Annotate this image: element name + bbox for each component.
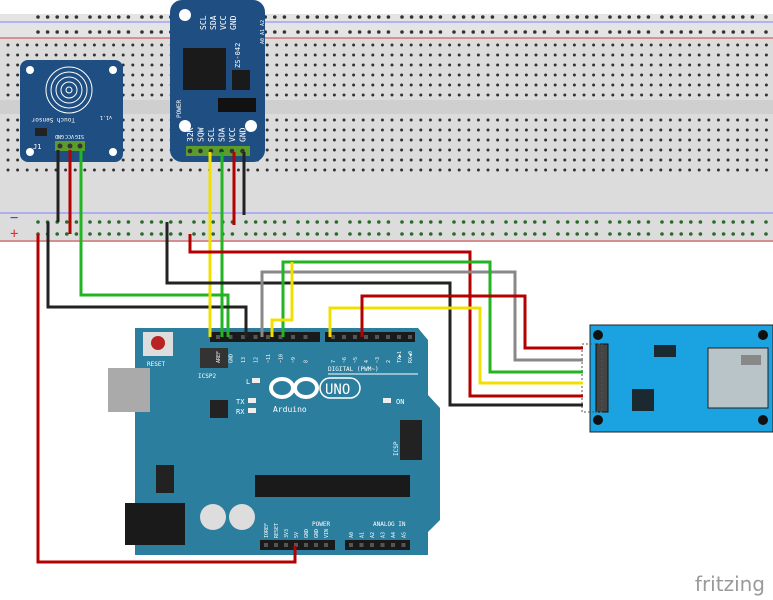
analog-pin-label: A2 xyxy=(370,532,376,538)
led-label-tx: TX xyxy=(236,398,245,406)
digital-pin-label: 2 xyxy=(386,360,392,363)
led-label-rx: RX xyxy=(236,408,245,416)
rtc-module-ds3231: SCL SDA VCC GND A0 A1 A2 ZS-042 POWER 32… xyxy=(170,0,266,162)
rtc-bottom-pin-label: GND xyxy=(239,127,248,142)
icsp-label: ICSP xyxy=(393,441,400,456)
touch-sensor-pin-gnd: GND xyxy=(55,133,64,139)
arduino-logo-icon xyxy=(269,377,319,399)
rtc-power-label: POWER xyxy=(176,100,183,118)
rtc-bottom-pin-label: SCL xyxy=(207,127,216,142)
rtc-model-label: ZS-042 xyxy=(234,43,242,68)
digital-pin-label: GND xyxy=(229,354,235,363)
wire-5v-to-plus-rail[interactable] xyxy=(36,234,297,564)
rtc-addr-label: A0 A1 A2 xyxy=(260,20,266,44)
wire-sensor-sig[interactable] xyxy=(79,150,230,337)
wire-sd-vcc[interactable] xyxy=(188,234,583,398)
wire-sd-sck[interactable] xyxy=(260,270,583,362)
breadboard: − + xyxy=(0,14,773,242)
power-pin-label: RESET xyxy=(274,523,280,538)
wire-gnd-rail-to-arduino[interactable] xyxy=(46,222,248,337)
power-pin-label: VIN xyxy=(324,529,330,538)
digital-pin-label: ~9 xyxy=(291,357,297,363)
touch-sensor-pin-sig: SIG xyxy=(75,133,84,139)
power-pin-label: GND xyxy=(304,529,310,538)
touch-sensor-connector-label: J1 xyxy=(33,143,41,151)
power-pin-label: IOREF xyxy=(264,523,270,538)
digital-pin-label: RX◀0 xyxy=(408,351,414,363)
rtc-top-pin-vcc: VCC xyxy=(219,15,228,30)
analog-header xyxy=(345,540,410,550)
analog-pin-label: A4 xyxy=(391,532,397,538)
digital-pin-label: 7 xyxy=(331,360,337,363)
plus-rail-label: + xyxy=(10,226,18,242)
analog-label: ANALOG IN xyxy=(373,521,406,528)
wire-pin12[interactable] xyxy=(270,262,294,337)
wire-sd-cs[interactable] xyxy=(360,294,583,350)
rtc-bottom-pin-label: SQW xyxy=(197,127,206,142)
digital-pin-label: ~5 xyxy=(353,357,359,363)
digital-pin-label: 4 xyxy=(364,360,370,363)
wire-sd-mosi[interactable] xyxy=(281,260,583,374)
minus-rail-label: − xyxy=(10,210,18,226)
analog-pin-label: A3 xyxy=(381,532,387,538)
arduino-brand-text: Arduino xyxy=(273,405,307,414)
sd-card-module xyxy=(581,324,773,433)
rtc-top-pin-gnd: GND xyxy=(229,15,238,30)
digital-pin-label: ~6 xyxy=(342,357,348,363)
rtc-top-pin-scl: SCL xyxy=(199,15,208,30)
power-label: POWER xyxy=(312,521,330,528)
wire-sd-gnd[interactable] xyxy=(165,222,583,407)
touch-sensor-pin-vcc: VCC xyxy=(65,133,74,139)
analog-pin-label: A1 xyxy=(360,532,366,538)
power-pin-label: GND xyxy=(314,529,320,538)
rtc-bottom-pin-label: SDA xyxy=(218,127,227,142)
reset-label: RESET xyxy=(147,361,165,368)
touch-sensor-title: Touch Sensor xyxy=(31,116,75,123)
digital-pin-label: 8 xyxy=(304,360,310,363)
digital-pin-label: TX▶1 xyxy=(397,351,403,363)
analog-pin-label: A0 xyxy=(349,532,355,538)
fritzing-watermark: fritzing xyxy=(694,572,765,596)
digital-header-high xyxy=(210,332,320,342)
rtc-bottom-pin-label: 32K xyxy=(186,127,195,142)
rtc-top-pin-sda: SDA xyxy=(209,15,218,30)
digital-pin-label: 12 xyxy=(254,357,260,363)
led-label-on: ON xyxy=(396,398,404,406)
analog-pin-label: A5 xyxy=(402,532,408,538)
digital-pin-label: ~11 xyxy=(266,354,272,363)
rtc-bottom-pin-label: VCC xyxy=(228,127,237,142)
digital-pin-label: AREF xyxy=(216,351,222,363)
power-pin-label: 5V xyxy=(294,532,300,538)
icsp2-label: ICSP2 xyxy=(198,373,216,380)
digital-pin-label: ~10 xyxy=(279,354,285,363)
digital-pin-label: ~3 xyxy=(375,357,381,363)
digital-pin-label: 13 xyxy=(241,357,247,363)
touch-sensor-version: v1.1 xyxy=(100,114,112,120)
wire-sd-miso[interactable] xyxy=(328,306,583,385)
uno-logo-text: UNO xyxy=(325,382,350,398)
power-pin-label: 3V3 xyxy=(284,529,290,538)
digital-label: DIGITAL (PWM~) xyxy=(328,366,379,373)
led-label-l: L xyxy=(246,378,250,386)
arduino-uno: RESET ICSP2 ICSP AREF GND 13 12 ~11 ~10 ~9 8 7 ~6… xyxy=(108,328,440,555)
touch-sensor-module: Touch Sensor v1.1 SIG VCC GND J1 xyxy=(20,60,123,162)
digital-header-low xyxy=(325,332,415,342)
